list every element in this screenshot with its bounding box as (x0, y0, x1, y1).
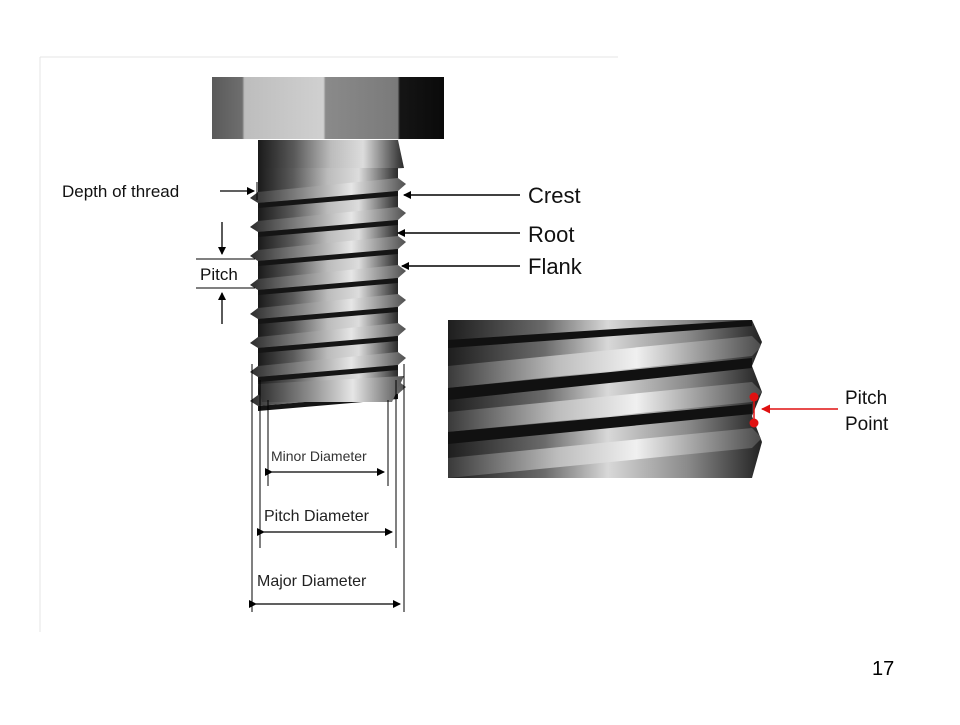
label-pitch-point-line1: Pitch (845, 388, 887, 409)
thread-band (250, 352, 406, 377)
pitch-point-dot-bottom (749, 418, 759, 428)
label-pitch-diameter: Pitch Diameter (264, 508, 370, 525)
thread-groove (258, 191, 398, 208)
diameter-extension-lines (251, 364, 405, 612)
thread-band (250, 323, 406, 348)
thread-band (250, 294, 406, 319)
thread-band (250, 265, 406, 290)
pitch-point-dot-top (749, 392, 759, 402)
label-pitch: Pitch (200, 265, 238, 284)
thread-band (250, 178, 406, 203)
label-depth-of-thread: Depth of thread (62, 182, 179, 201)
label-crest: Crest (528, 183, 581, 208)
thread-groove (258, 336, 398, 353)
label-minor-diameter: Minor Diameter (271, 448, 367, 464)
thread-groove (258, 365, 398, 382)
label-root: Root (528, 222, 574, 247)
bolt-tip (258, 376, 404, 402)
thread-groove (258, 220, 398, 237)
label-flank: Flank (528, 254, 583, 279)
thread-band (250, 236, 406, 261)
threaded-shaft (250, 140, 406, 411)
thread-groove (258, 249, 398, 266)
zoomed-thread-detail (448, 320, 762, 478)
label-pitch-point-line2: Point (845, 414, 889, 435)
slide-page-number: 17 (872, 658, 895, 680)
thread-band (250, 207, 406, 232)
bolt-head (212, 77, 444, 139)
label-major-diameter: Major Diameter (257, 573, 367, 590)
thread-groove (258, 307, 398, 324)
thread-groove (258, 278, 398, 295)
thread-bands (250, 178, 406, 411)
